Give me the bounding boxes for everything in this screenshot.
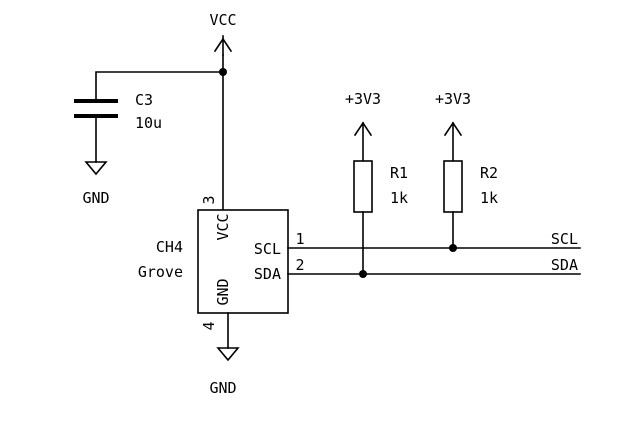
v3v3-power-symbol-r1: +3V3 (345, 90, 381, 162)
vcc-junction-dot (219, 68, 227, 76)
gnd-connector-icon (216, 347, 240, 362)
sda-net-label: SDA (551, 256, 578, 274)
connector-value-label: Grove (138, 263, 183, 281)
sda-junction-dot (359, 270, 367, 278)
gnd-cap-icon (84, 161, 108, 176)
vcc-power-symbol: VCC (209, 11, 237, 56)
cap-top-wire (95, 71, 224, 101)
gnd-symbol-connector: GND (209, 347, 240, 397)
pin-gnd-name: GND (214, 278, 232, 305)
connector-ch4: CH4 Grove VCC GND SCL SDA 3 4 1 2 (138, 195, 305, 330)
gnd-cap-label: GND (82, 189, 109, 207)
pin-sda-name: SDA (254, 265, 281, 283)
pin-scl-number: 1 (295, 230, 304, 248)
r2-value-label: 1k (480, 189, 498, 207)
resistor-r2: R2 1k (443, 160, 498, 213)
gnd-symbol-cap: GND (82, 161, 110, 207)
resistor-r2-body (443, 160, 463, 213)
vcc-label: VCC (209, 11, 236, 29)
r1-value-label: 1k (390, 189, 408, 207)
r2-ref-label: R2 (480, 164, 498, 182)
connector-body (197, 209, 289, 314)
r1-ref-label: R1 (390, 164, 408, 182)
cap-value-label: 10u (135, 114, 162, 132)
v3v3-power-symbol-r2: +3V3 (435, 90, 471, 162)
resistor-r1-body (353, 160, 373, 213)
v3v3-r1-label: +3V3 (345, 90, 381, 108)
pin-gnd-number: 4 (200, 321, 218, 330)
v3v3-r2-label: +3V3 (435, 90, 471, 108)
capacitor-c3: C3 10u (74, 91, 162, 132)
pin-vcc-name: VCC (214, 213, 232, 240)
cap-ref-label: C3 (135, 91, 153, 109)
gnd-connector-label: GND (209, 379, 236, 397)
vcc-arrow-icon (213, 37, 233, 53)
pin-vcc-number: 3 (200, 195, 218, 204)
pin-scl-name: SCL (254, 240, 281, 258)
scl-net-label: SCL (551, 230, 578, 248)
resistor-r1: R1 1k (353, 160, 408, 213)
scl-junction-dot (449, 244, 457, 252)
pin-sda-number: 2 (295, 256, 304, 274)
connector-ref-label: CH4 (156, 238, 183, 256)
